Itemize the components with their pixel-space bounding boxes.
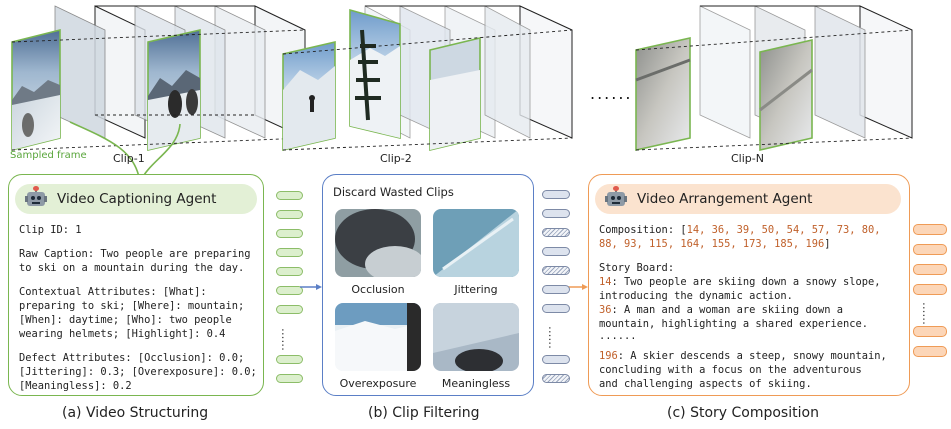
composition-label: Composition: [: [599, 224, 687, 236]
token: [542, 247, 570, 256]
clip-n-label: Clip-N: [731, 152, 764, 165]
clip-1-frames: [11, 5, 306, 152]
token: [276, 374, 303, 383]
meaningless-label: Meaningless: [441, 377, 511, 390]
jittering-label: Jittering: [454, 283, 498, 296]
raw-caption-text: Raw Caption: Two people are preparing to…: [19, 248, 251, 274]
storyboard-entry: 14: Two people are skiing down a snowy s…: [599, 275, 881, 303]
contextual-attributes-text: Contextual Attributes: [What]: preparing…: [19, 286, 245, 340]
storyboard-entry: 36: A man and a woman are skiing down a …: [599, 303, 868, 331]
token: [913, 284, 947, 295]
entry-text: : A skier descends a steep, snowy mounta…: [599, 350, 887, 390]
composition-end: ]: [824, 238, 831, 250]
discarded-token: [542, 374, 570, 383]
token-ellipsis: ......: [920, 302, 934, 325]
token: [276, 229, 303, 238]
overexposure-thumbnail: [335, 303, 421, 371]
token: [542, 209, 570, 218]
defect-attributes-text: Defect Attributes: [Occlusion]: 0.0; [Ji…: [19, 352, 257, 392]
composition-list-line1: 14, 36, 39, 50, 54, 57, 73, 80,: [686, 224, 881, 236]
clip-2-label: Clip-2: [380, 152, 412, 165]
token: [542, 285, 570, 294]
token: [913, 244, 947, 255]
discarded-token: [542, 228, 570, 237]
token: [276, 286, 303, 295]
token: [276, 191, 303, 200]
token: [542, 304, 570, 313]
entry-text: : Two people are skiing down a snowy slo…: [599, 276, 881, 302]
clip-2-frames: [282, 5, 573, 152]
token-ellipsis: ......: [546, 326, 560, 349]
token: [542, 190, 570, 199]
robot-icon: [25, 186, 47, 210]
caption-b: (b) Clip Filtering: [368, 405, 480, 421]
video-arrangement-title: Video Arrangement Agent: [637, 191, 813, 207]
storyboard-label: Story Board:: [599, 262, 675, 274]
token-ellipsis: ......: [279, 328, 293, 351]
clip-strip: [11, 5, 913, 175]
token: [913, 264, 947, 275]
token: [276, 267, 303, 276]
composition-list-line2: 88, 93, 115, 164, 155, 173, 185, 196: [599, 238, 825, 250]
token: [276, 305, 303, 314]
composition-text: Composition: [14, 36, 39, 50, 54, 57, 73…: [599, 223, 881, 251]
video-captioning-title: Video Captioning Agent: [57, 191, 217, 207]
token: [276, 210, 303, 219]
video-captioning-header: Video Captioning Agent: [15, 184, 257, 214]
storyboard-ellipsis: ......: [599, 330, 637, 342]
robot-icon: [605, 186, 627, 210]
sampled-frame-label: Sampled frame: [10, 150, 87, 161]
clip-n-frames: [635, 5, 913, 152]
video-arrangement-header: Video Arrangement Agent: [595, 184, 901, 214]
clip-filtering-panel: Discard Wasted Clips Occlusion Jittering…: [322, 174, 534, 396]
story-composition-panel: Video Arrangement Agent Composition: [14…: [588, 174, 910, 396]
between-clips-ellipsis: ......: [590, 84, 633, 103]
token: [542, 355, 570, 364]
meaningless-thumbnail: [433, 303, 519, 371]
overexposure-label: Overexposure: [339, 377, 417, 390]
token: [276, 355, 303, 364]
clip-id-text: Clip ID: 1: [19, 224, 82, 236]
sampled-frame-connector: [69, 121, 140, 175]
video-captioning-panel: Video Captioning Agent Clip ID: 1 Raw Ca…: [8, 174, 264, 396]
occlusion-thumbnail: [335, 209, 421, 277]
occlusion-label: Occlusion: [351, 283, 405, 296]
entry-id: 14: [599, 276, 612, 288]
caption-c: (c) Story Composition: [667, 405, 819, 421]
token: [913, 224, 947, 235]
discard-title: Discard Wasted Clips: [333, 185, 454, 199]
token: [913, 346, 947, 357]
clip-1-label: Clip-1: [113, 152, 145, 165]
token: [276, 248, 303, 257]
caption-a: (a) Video Structuring: [62, 405, 209, 421]
jittering-thumbnail: [433, 209, 519, 277]
entry-id: 36: [599, 304, 612, 316]
token: [913, 326, 947, 337]
storyboard-entry: 196: A skier descends a steep, snowy mou…: [599, 349, 887, 391]
entry-id: 196: [599, 350, 618, 362]
arrow-a-to-b: [300, 284, 322, 290]
entry-text: : A man and a woman are skiing down a mo…: [599, 304, 868, 330]
discarded-token: [542, 266, 570, 275]
